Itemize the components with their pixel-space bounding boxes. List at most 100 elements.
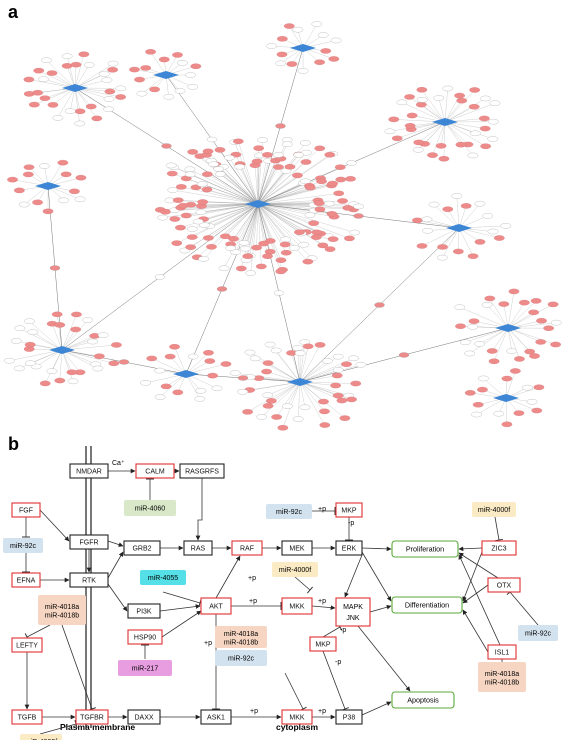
network-node: [157, 214, 169, 221]
network-node: [479, 125, 491, 132]
mirna-hub-node: [35, 182, 61, 190]
network-node: [103, 106, 114, 113]
network-node: [228, 236, 239, 242]
proliferation-box: [391, 540, 459, 558]
mir92c-otx: [509, 591, 539, 626]
network-edge: [52, 323, 63, 351]
erk-differentiation: [361, 551, 392, 602]
mirna-m4000f_a-label: miR-4000f: [478, 507, 510, 514]
bridge-node: [346, 160, 357, 166]
network-node: [7, 176, 18, 183]
mir4000f-tgfbr: [39, 723, 77, 735]
network-node: [314, 145, 326, 152]
plus-p-mkk-mapk: +p: [318, 598, 326, 605]
network-edge: [257, 203, 335, 217]
network-node: [213, 166, 224, 172]
network-node: [32, 90, 44, 96]
network-node: [330, 37, 342, 44]
network-edge: [24, 185, 49, 205]
network-node: [342, 205, 354, 211]
network-edge: [433, 204, 460, 229]
network-edge: [257, 154, 299, 205]
plus-p-mkk-p38: +p: [318, 708, 326, 715]
network-edge: [239, 166, 259, 205]
network-node: [442, 85, 454, 92]
network-edge: [172, 189, 259, 205]
network-node: [514, 356, 525, 362]
network-node: [52, 115, 64, 121]
network-edge: [257, 203, 286, 240]
network-edge: [257, 193, 339, 205]
network-edge: [180, 203, 259, 228]
tgfbr-label: TGFBR: [80, 715, 104, 722]
mkp1-label: MKP: [341, 508, 357, 515]
network-node: [180, 212, 192, 219]
network-node: [25, 360, 36, 366]
network-edge: [444, 121, 486, 147]
mirna-m4060-box: [124, 500, 176, 516]
mirna-m92c_d-box: [518, 625, 558, 641]
mkp-jnk: [322, 626, 341, 638]
network-node: [169, 344, 180, 350]
network-node: [28, 101, 40, 108]
network-edge: [28, 167, 49, 187]
plus-p-mek-erk: +p: [318, 506, 326, 513]
network-node: [292, 26, 304, 33]
network-node: [488, 118, 499, 125]
network-node: [67, 378, 79, 385]
mirna-m92c_c-label: miR-92c: [228, 656, 255, 663]
network-node: [498, 301, 510, 307]
network-edge: [507, 291, 515, 329]
network-node: [47, 102, 59, 108]
network-edge: [257, 203, 286, 245]
network-node: [184, 171, 196, 178]
network-node: [427, 152, 438, 158]
akt-raf: [215, 555, 241, 599]
network-edge: [257, 166, 279, 205]
network-node: [422, 227, 433, 234]
network-node: [165, 162, 177, 169]
network-node: [292, 416, 304, 422]
mirna-hub-node: [446, 224, 472, 232]
network-edge: [61, 335, 95, 351]
network-node: [57, 159, 69, 166]
network-node: [478, 375, 489, 382]
network-node: [456, 97, 468, 104]
network-node: [46, 368, 58, 374]
network-edge: [229, 157, 259, 205]
network-node: [185, 244, 197, 250]
network-node: [283, 23, 295, 29]
network-node: [335, 176, 347, 183]
network-node: [302, 258, 314, 265]
mirna-m4018_b1-label: miR-4018a: [224, 631, 258, 638]
network-node: [83, 62, 95, 68]
network-node: [262, 253, 273, 259]
network-node: [518, 299, 530, 306]
network-edge: [257, 203, 313, 259]
network-edge: [507, 327, 512, 352]
network-node: [234, 163, 246, 170]
fgf-label: FGF: [19, 508, 33, 515]
network-edge: [440, 121, 446, 146]
network-edge: [256, 161, 259, 205]
network-node: [74, 196, 86, 203]
network-node: [24, 318, 35, 324]
network-edge: [389, 121, 446, 132]
network-edge: [287, 381, 301, 407]
network-node: [337, 198, 348, 204]
network-edge: [235, 372, 301, 383]
network-node: [163, 94, 175, 100]
network-edge: [458, 203, 481, 229]
network-node: [317, 242, 329, 249]
network-node: [256, 414, 268, 420]
plus-p-akt-raf: +p: [248, 575, 256, 582]
mirna-hub-node: [153, 71, 179, 79]
network-edge: [225, 203, 259, 237]
mkp2-box: [309, 636, 337, 652]
network-node: [146, 355, 158, 362]
network-edge: [257, 185, 332, 205]
network-node: [474, 341, 486, 347]
apoptosis-box: [391, 691, 455, 709]
network-node: [238, 240, 250, 246]
mirna-hub-node: [432, 118, 458, 126]
